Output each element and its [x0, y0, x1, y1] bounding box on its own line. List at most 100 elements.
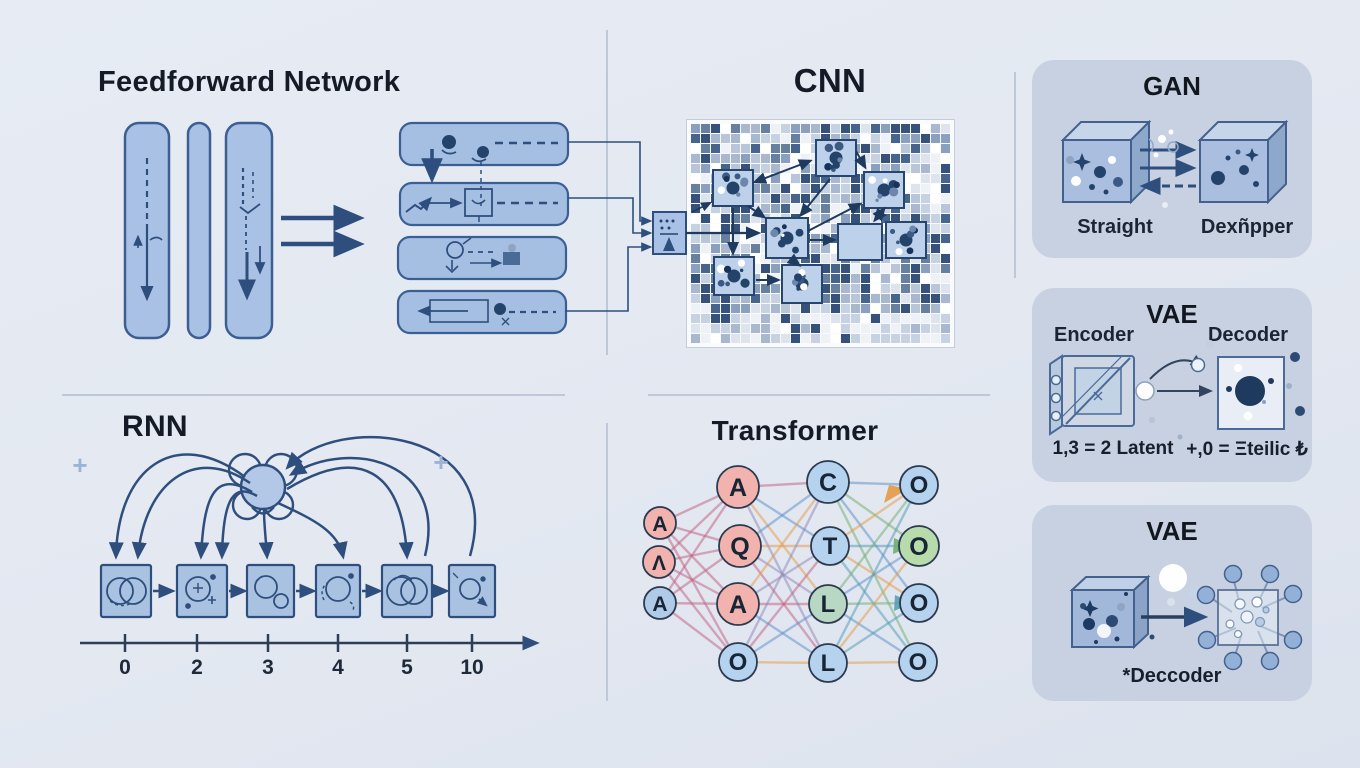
mosaic-cell: [791, 324, 800, 333]
mosaic-cell: [731, 184, 740, 193]
mosaic-cell: [931, 144, 940, 153]
mosaic-cell: [831, 244, 840, 253]
mosaic-cell: [761, 294, 770, 303]
mosaic-cell: [751, 124, 760, 133]
tf-node-label: L: [821, 591, 836, 618]
mosaic-cell: [801, 274, 810, 283]
mosaic-cell: [831, 274, 840, 283]
mosaic-cell: [811, 164, 820, 173]
mosaic-cell: [761, 174, 770, 183]
mosaic-cell: [711, 224, 720, 233]
mosaic-cell: [751, 204, 760, 213]
mosaic-cell: [921, 224, 930, 233]
mosaic-cell: [831, 314, 840, 323]
mosaic-cell: [831, 254, 840, 263]
mosaic-cell: [821, 144, 830, 153]
mosaic-cell: [751, 294, 760, 303]
mosaic-cell: [891, 184, 900, 193]
mosaic-cell: [761, 304, 770, 313]
mosaic-cell: [701, 284, 710, 293]
mosaic-cell: [761, 134, 770, 143]
mosaic-cell: [791, 264, 800, 273]
transformer-title: Transformer: [711, 415, 879, 446]
mosaic-cell: [791, 294, 800, 303]
mosaic-cell: [791, 124, 800, 133]
mosaic-cell: [771, 204, 780, 213]
mosaic-cell: [901, 134, 910, 143]
mosaic-cell: [691, 234, 700, 243]
mosaic-cell: [841, 294, 850, 303]
mosaic-cell: [821, 154, 830, 163]
mosaic-cell: [831, 184, 840, 193]
mosaic-cell: [861, 204, 870, 213]
mosaic-cell: [691, 224, 700, 233]
mosaic-cell: [751, 254, 760, 263]
mosaic-cell: [831, 324, 840, 333]
mosaic-cell: [901, 164, 910, 173]
mosaic-cell: [821, 174, 830, 183]
mosaic-cell: [821, 314, 830, 323]
mosaic-cell: [881, 264, 890, 273]
axis-tick-label: 5: [401, 656, 413, 679]
mosaic-cell: [731, 304, 740, 313]
mosaic-cell: [941, 184, 950, 193]
mosaic-cell: [701, 184, 710, 193]
mosaic-cell: [701, 124, 710, 133]
mosaic-cell: [801, 154, 810, 163]
mosaic-cell: [911, 214, 920, 223]
mosaic-cell: [831, 304, 840, 313]
mosaic-cell: [891, 134, 900, 143]
divider-vertical-bottom: [606, 423, 608, 701]
mosaic-cell: [901, 144, 910, 153]
mosaic-cell: [861, 174, 870, 183]
mosaic-cell: [881, 154, 890, 163]
mosaic-cell: [911, 194, 920, 203]
mosaic-cell: [701, 154, 710, 163]
tf-node-label: L: [821, 650, 836, 677]
mosaic-cell: [901, 334, 910, 343]
mosaic-cell: [881, 134, 890, 143]
mosaic-cell: [941, 284, 950, 293]
mosaic-cell: [911, 294, 920, 303]
mosaic-cell: [721, 244, 730, 253]
mosaic-cell: [921, 314, 930, 323]
mosaic-cell: [811, 304, 820, 313]
mosaic-cell: [701, 334, 710, 343]
tf-node-label: O: [910, 590, 929, 617]
mosaic-cell: [841, 264, 850, 273]
divider-vertical-right: [1014, 72, 1016, 278]
mosaic-cell: [751, 234, 760, 243]
mosaic-cell: [931, 274, 940, 283]
mosaic-cell: [881, 294, 890, 303]
mosaic-cell: [791, 174, 800, 183]
mosaic-cell: [801, 164, 810, 173]
mosaic-cell: [801, 254, 810, 263]
mosaic-cell: [751, 144, 760, 153]
tf-node: [718, 642, 758, 682]
mosaic-cell: [811, 124, 820, 133]
mosaic-cell: [731, 214, 740, 223]
mosaic-cell: [811, 274, 820, 283]
mosaic-cell: [751, 174, 760, 183]
tf-node: [643, 506, 677, 540]
mosaic-cell: [741, 164, 750, 173]
mosaic-cell: [891, 304, 900, 313]
mosaic-cell: [891, 264, 900, 273]
ff-bar-doodles: [133, 158, 266, 302]
mosaic-cell: [771, 214, 780, 223]
mosaic-cell: [791, 254, 800, 263]
mosaic-cell: [901, 314, 910, 323]
mosaic-cell: [701, 224, 710, 233]
mosaic-cell: [741, 204, 750, 213]
transformer-attention-links: [658, 480, 921, 665]
mosaic-cell: [761, 214, 770, 223]
mosaic-cell: [901, 214, 910, 223]
mosaic-cell: [721, 124, 730, 133]
mosaic-cell: [881, 124, 890, 133]
ff-block-3: [396, 235, 568, 281]
tf-node-label: O: [910, 472, 929, 499]
mosaic-cell: [781, 324, 790, 333]
mosaic-cell: [771, 314, 780, 323]
mosaic-cell: [721, 194, 730, 203]
